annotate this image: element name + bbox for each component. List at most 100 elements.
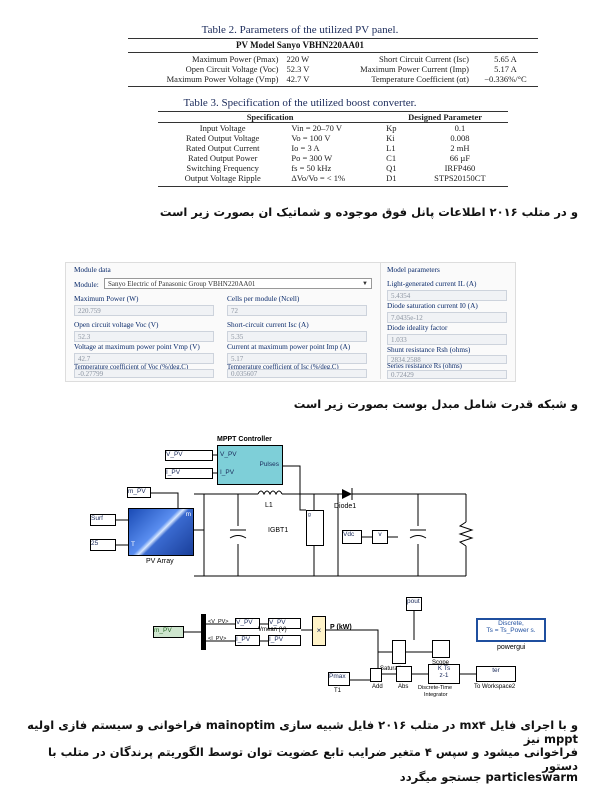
temperature-constant-block[interactable]: 25 [90,539,116,551]
field-label: Temperature coefficient of Voc (%/deg.C) [74,364,189,371]
inductor-label: L1 [265,502,273,509]
voc-field[interactable]: 52.3 [74,331,214,342]
i0-field[interactable]: 7.0435e-12 [387,312,507,323]
table-cell: Short Circuit Current (Isc) [379,54,469,64]
igbt-block[interactable]: g [306,510,324,546]
to-workspace-label: To Workspace2 [474,684,516,690]
bus-signal-label: <I_PV> [208,636,227,642]
paragraph-1: و در متلب ۲۰۱۶ اطلاعات پانل فوق موجوده و… [159,205,578,219]
table-cell: Vin = 20–70 V [291,123,342,133]
table-cell: Vo = 100 V [291,133,331,143]
v-pv-in-block[interactable]: V_PV [268,618,301,629]
pout-goto-block[interactable]: pout [406,597,422,611]
scope-block[interactable] [432,640,450,658]
cells-per-module-field[interactable]: 72 [227,305,367,316]
v-pv-goto-block[interactable]: V_PV [235,618,260,629]
m-pv-from-block[interactable]: m_PV [153,626,184,638]
block-label: ter [492,667,500,674]
temp-coef-voc-field[interactable]: -0.27799 [74,369,214,378]
table-cell: 5.65 A [494,54,517,64]
saturation-label: Saturation [380,666,408,672]
vmp-field[interactable]: 42.7 [74,353,214,364]
port-label: Pulses [259,461,279,468]
rs-field[interactable]: 0.72429 [387,370,507,379]
max-power-field[interactable]: 220.759 [74,305,214,316]
il-field[interactable]: 5.4354 [387,290,507,301]
abs-label: Abs [398,684,409,690]
imp-field[interactable]: 5.17 [227,353,367,364]
mppt-controller-block[interactable]: V_PV I_PV Pulses [217,445,283,485]
pmax-constant-block[interactable]: Pmax [328,672,350,686]
table-row: Input Voltage Vin = 20–70 V Kp 0.1 [158,123,508,134]
surf-constant-block[interactable]: Surf [90,514,116,526]
m-pv-goto-block[interactable]: m_PV [127,487,151,498]
port-label: T [131,541,135,548]
powergui-block[interactable]: Discrete, Ts = Ts_Power s. [476,618,546,642]
integrator-block[interactable]: K Ts z-1 [428,664,460,684]
table2-rule-mid [128,52,538,53]
table-header: Specification [158,112,383,123]
module-select-value: Sanyo Electric of Panasonic Group VBHN22… [108,280,256,288]
field-label: Diode ideality factor [387,323,448,332]
table-row: Rated Output Current Io = 3 A L1 2 mH [158,143,508,153]
voltage-measurement-block[interactable]: v [372,530,388,544]
table-cell: ΔVo/Vo = < 1% [291,173,346,183]
block-label: V_PV [166,451,183,458]
mppt-title: MPPT Controller [217,436,272,443]
pv-array-block[interactable]: m T [128,508,194,556]
v-pv-from-block[interactable]: V_PV [165,450,213,461]
table-row: Switching Frequency fs = 50 kHz Q1 IRFP4… [158,163,508,173]
bus-selector-block[interactable] [201,614,206,650]
i-pv-from-block[interactable]: I_PV [165,468,213,479]
table-header-row: Specification Designed Parameter [158,112,508,123]
table-row: Maximum Power (Pmax) 220 W Short Circuit… [128,54,538,64]
rsh-field[interactable]: 2834.2588 [387,355,507,364]
table-cell: Maximum Power Current (Imp) [360,64,469,74]
table-cell: Open Circuit Voltage (Voc) [185,64,279,74]
field-label: Temperature coefficient of Isc (%/deg.C) [227,364,339,371]
integrator-name: Integrator [424,692,448,698]
temp-coef-isc-field[interactable]: 0.035607 [227,369,367,378]
i-pv-goto-block[interactable]: I_PV [235,635,260,646]
table-cell: 0.1 [454,123,466,133]
isc-field[interactable]: 5.35 [227,331,367,342]
field-label: Open circuit voltage Voc (V) [74,320,159,329]
table-cell: Kp [386,123,397,133]
scope-label: Scope [432,660,450,666]
integrator-denominator: z-1 [439,672,449,680]
table-cell: Output Voltage Ripple [184,173,261,183]
table-cell: 2 mH [450,143,470,153]
table-cell: Rated Output Current [185,143,260,153]
i-pv-in-block[interactable]: I_PV [268,635,301,646]
field-label: Voltage at maximum power point Vmp (V) [74,342,200,351]
table-cell: Po = 300 W [291,153,333,163]
block-label: Vdc [343,531,355,538]
table3: Specification Designed Parameter Input V… [158,112,508,183]
add-label: Add [372,684,383,690]
abs-block[interactable] [396,666,412,682]
table3-caption: Table 3. Specification of the utilized b… [183,97,417,109]
port-label: m [185,511,191,518]
saturation-block[interactable] [392,640,406,664]
vdc-goto-block[interactable]: Vdc [342,530,362,544]
powergui-line: Discrete, [498,620,524,627]
to-workspace-block[interactable]: ter [476,666,516,682]
block-label: m_PV [154,627,172,634]
table3-rule-bottom [158,186,508,187]
pv-array-label: PV Array [146,558,174,565]
table-cell: Maximum Power Voltage (Vmp) [166,74,279,84]
field-label: Current at maximum power point Imp (A) [227,342,351,351]
field-label: Series resistance Rs (ohms) [387,363,462,370]
block-label: I_PV [166,469,181,476]
integrator-numerator: K Ts [437,665,451,672]
add-block[interactable] [370,668,382,682]
table-cell: Switching Frequency [186,163,259,173]
ideality-field[interactable]: 1.033 [387,334,507,345]
product-block[interactable]: × [312,616,326,646]
table-cell: C1 [386,153,397,163]
table2-model-header: PV Model Sanyo VBHN220AA01 [236,40,364,50]
module-select[interactable]: Sanyo Electric of Panasonic Group VBHN22… [104,278,372,289]
port-label: I_PV [220,469,235,476]
table-cell: −0.336%/°C [484,74,527,84]
